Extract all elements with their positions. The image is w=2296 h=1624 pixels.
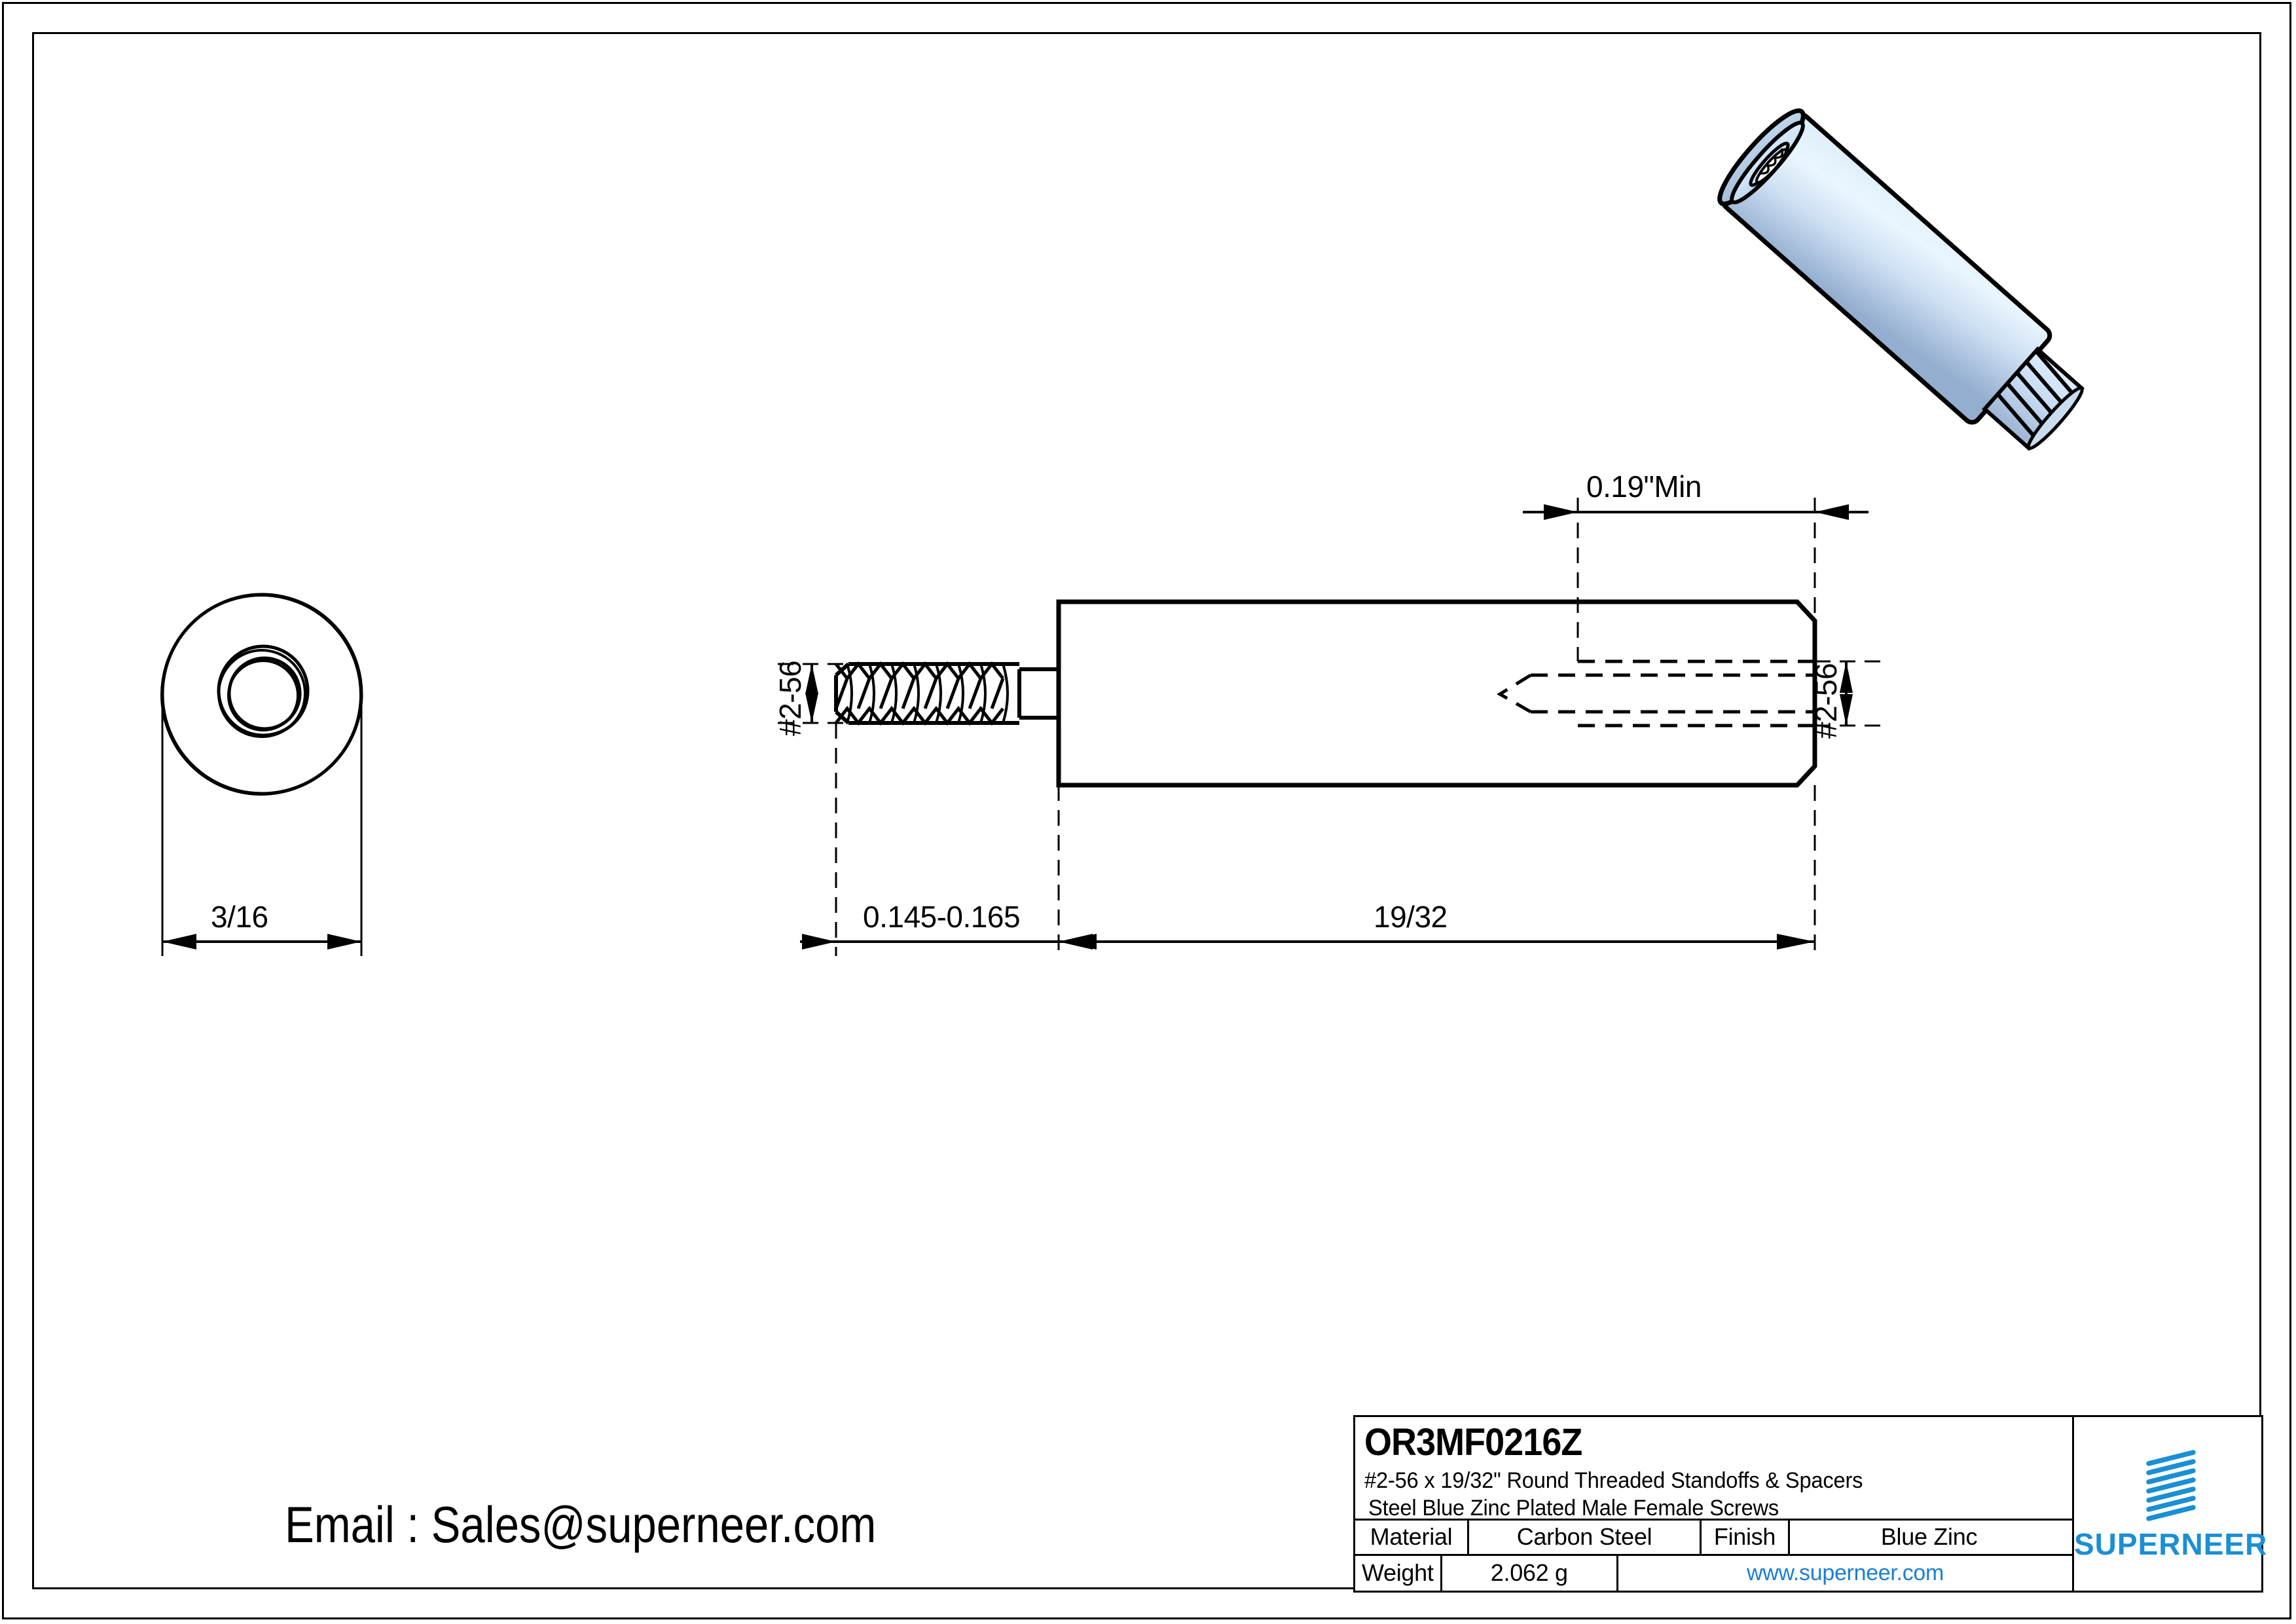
part-description-line-2: Steel Blue Zinc Plated Male Female Screw… <box>1368 1496 1779 1521</box>
weight-label: Weight <box>1355 1555 1442 1591</box>
finish-value: Blue Zinc <box>1880 1523 1978 1551</box>
female-thread-hidden <box>1497 659 1815 728</box>
iso-male-thread <box>1982 346 2085 451</box>
finish-label: Finish <box>1702 1521 1790 1554</box>
dim-body-length: 19/32 <box>1374 900 1448 934</box>
part-description-line-1: #2-56 x 19/32" Round Threaded Standoffs … <box>1364 1468 1863 1493</box>
dim-thread-length: 0.145-0.165 <box>863 900 1021 934</box>
dim-thread-spec-right: #2-56 <box>1809 663 1843 739</box>
company-logo: SUPERNEER <box>2074 1417 2267 1591</box>
end-view <box>160 593 363 796</box>
superneer-logo-icon <box>2145 1449 2196 1521</box>
part-number: OR3MF0216Z <box>1364 1421 1582 1464</box>
title-block-info: OR3MF0216Z #2-56 x 19/32" Round Threaded… <box>1355 1417 2074 1591</box>
dim-female-thread-depth: 0.19"Min <box>1586 470 1702 504</box>
material-row: Material Carbon Steel Finish Blue Zinc <box>1355 1521 2072 1556</box>
dim-thread-spec-left: #2-56 <box>773 660 807 736</box>
weight-row: Weight 2.062 g www.superneer.com <box>1355 1555 2072 1591</box>
body-outline <box>1056 599 1817 788</box>
sheet-border-inner <box>32 32 2261 1589</box>
side-view <box>834 599 1817 788</box>
end-view-dimension <box>161 695 363 956</box>
title-block-header: OR3MF0216Z #2-56 x 19/32" Round Threaded… <box>1355 1417 2072 1521</box>
isometric-part-view <box>1717 108 2085 451</box>
material-label: Material <box>1355 1521 1469 1554</box>
weight-value: 2.062 g <box>1442 1555 1619 1591</box>
dim-end-view-diameter: 3/16 <box>211 900 268 934</box>
contact-email: Email : Sales@superneer.com <box>285 1496 877 1553</box>
title-block: OR3MF0216Z #2-56 x 19/32" Round Threaded… <box>1353 1415 2267 1593</box>
logo-wordmark: SUPERNEER <box>2074 1526 2268 1561</box>
material-value: Carbon Steel <box>1469 1521 1702 1554</box>
side-view-dimensions <box>778 498 1884 956</box>
website-link[interactable]: www.superneer.com <box>1747 1560 1944 1585</box>
male-thread-profile <box>834 661 1019 726</box>
